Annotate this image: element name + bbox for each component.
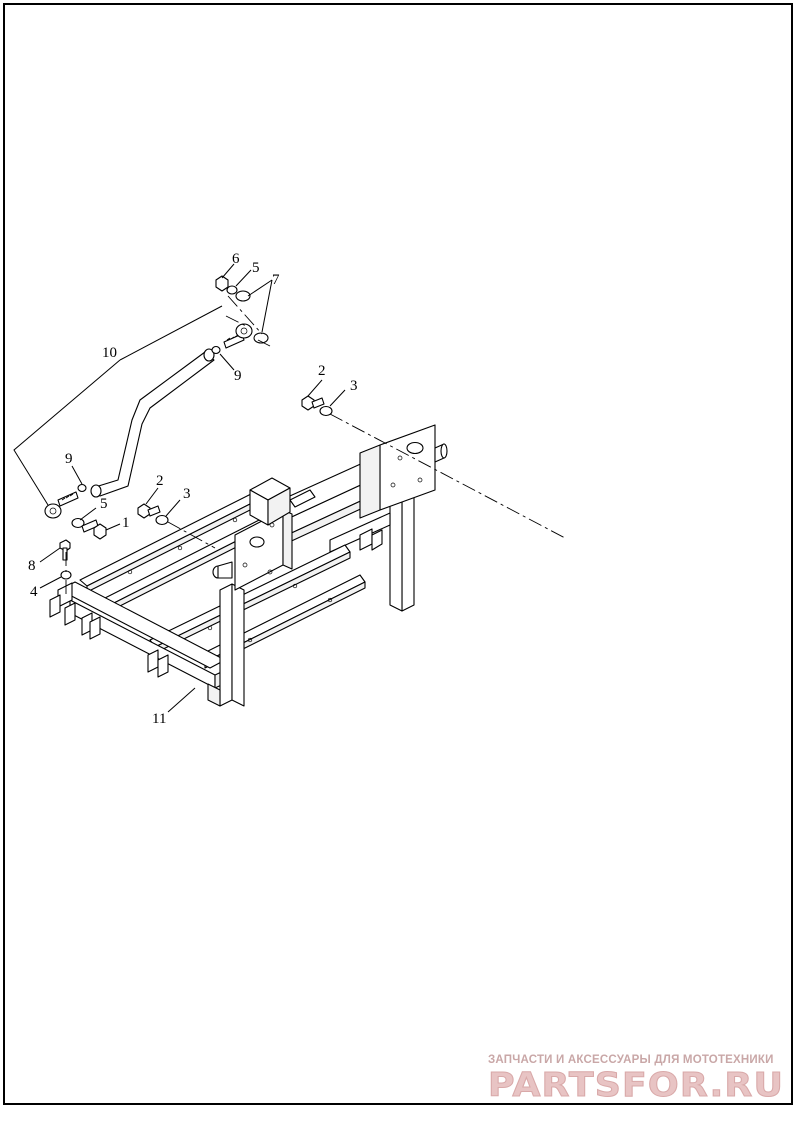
callout-labels: 6 5 7 10 9 2 3 9 5 1 2 3 8 4 11 bbox=[28, 251, 358, 727]
bolt-2-rear bbox=[301, 395, 333, 417]
callout-8: 8 bbox=[28, 558, 36, 574]
watermark-logo: PARTSFOR.RU bbox=[488, 1065, 784, 1103]
watermark-logo-text: PARTSFOR.RU bbox=[488, 1065, 784, 1102]
callout-3-rear: 3 bbox=[350, 378, 358, 394]
drawing-border bbox=[3, 3, 793, 1105]
callout-5-lower: 5 bbox=[100, 496, 108, 512]
callout-11: 11 bbox=[152, 711, 166, 727]
center-lines bbox=[65, 295, 566, 598]
callout-9-upper: 9 bbox=[234, 368, 242, 384]
callout-3-front: 3 bbox=[183, 486, 191, 502]
callout-10: 10 bbox=[102, 345, 117, 361]
washer-4 bbox=[60, 570, 72, 580]
callout-2-rear: 2 bbox=[318, 363, 326, 379]
frame-assembly bbox=[49, 424, 448, 707]
leader-lines bbox=[13, 263, 346, 713]
watermark-tagline: ЗАПЧАСТИ И АКСЕССУАРЫ ДЛЯ МОТОТЕХНИКИ bbox=[488, 1054, 774, 1066]
nut-9-upper bbox=[211, 345, 221, 355]
callout-7: 7 bbox=[272, 272, 280, 288]
callout-4: 4 bbox=[30, 584, 38, 600]
bolt-8 bbox=[59, 539, 71, 561]
bolt-2-front bbox=[137, 503, 169, 526]
callout-9-lower: 9 bbox=[65, 451, 73, 467]
callout-5-upper: 5 bbox=[252, 260, 260, 276]
upper-fasteners bbox=[215, 275, 269, 344]
callout-6: 6 bbox=[232, 251, 240, 267]
callout-2-front: 2 bbox=[156, 473, 164, 489]
callout-1: 1 bbox=[122, 515, 130, 531]
bolt-1 bbox=[81, 519, 107, 540]
nut-9-lower bbox=[77, 483, 87, 493]
shift-rod bbox=[90, 348, 215, 498]
lower-rod-end bbox=[44, 483, 87, 529]
upper-rod-end bbox=[211, 323, 253, 355]
